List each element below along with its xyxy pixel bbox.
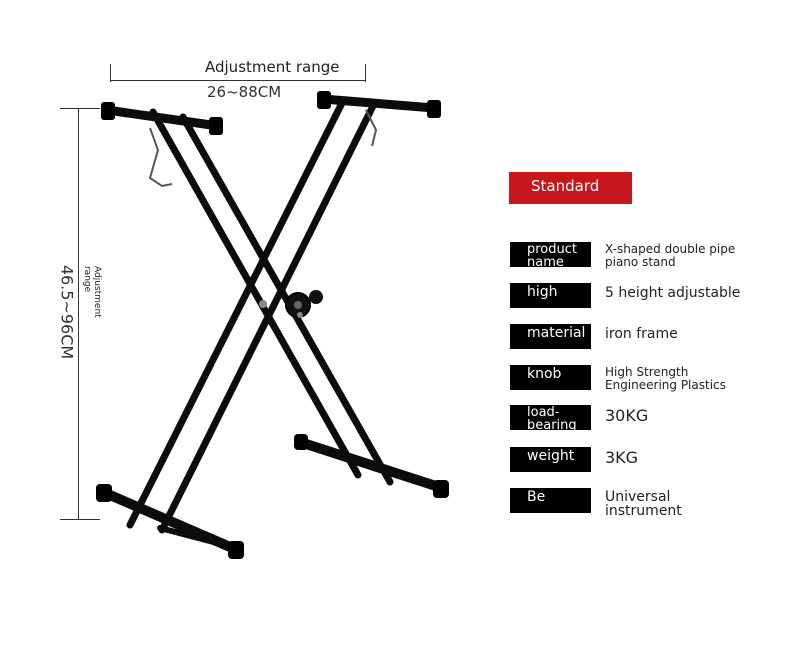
spec-value-weight: 3KG xyxy=(605,448,639,467)
spec-value-high: 5 height adjustable xyxy=(605,285,741,301)
spec-label-product-name: product name xyxy=(510,242,591,267)
spec-label-material: material xyxy=(510,324,591,349)
spec-label-be: Be xyxy=(510,488,591,513)
spec-label-high: high xyxy=(510,283,591,308)
height-dimension-line xyxy=(78,108,79,520)
spec-value-load-bearing: 30KG xyxy=(605,406,649,425)
width-dimension-tick-left xyxy=(110,64,111,82)
standard-badge: Standard xyxy=(509,172,632,204)
spec-label-weight: weight xyxy=(510,447,591,472)
height-dimension-tick-bottom xyxy=(60,519,100,520)
spec-label-knob: knob xyxy=(510,365,591,390)
width-dimension-line xyxy=(110,80,366,81)
spec-value-knob: High Strength Engineering Plastics xyxy=(605,365,726,392)
spec-value-product-name: X-shaped double pipe piano stand xyxy=(605,242,736,269)
spec-label-load-bearing: load-bearing xyxy=(510,405,591,430)
width-dimension-title: Adjustment range xyxy=(205,58,340,76)
width-dimension-tick-right xyxy=(365,64,366,82)
height-dimension-tick-top xyxy=(60,108,100,109)
spec-value-be: Universal instrument xyxy=(605,489,682,519)
width-dimension-value: 26~88CM xyxy=(207,83,282,101)
spec-value-material: iron frame xyxy=(605,326,678,342)
